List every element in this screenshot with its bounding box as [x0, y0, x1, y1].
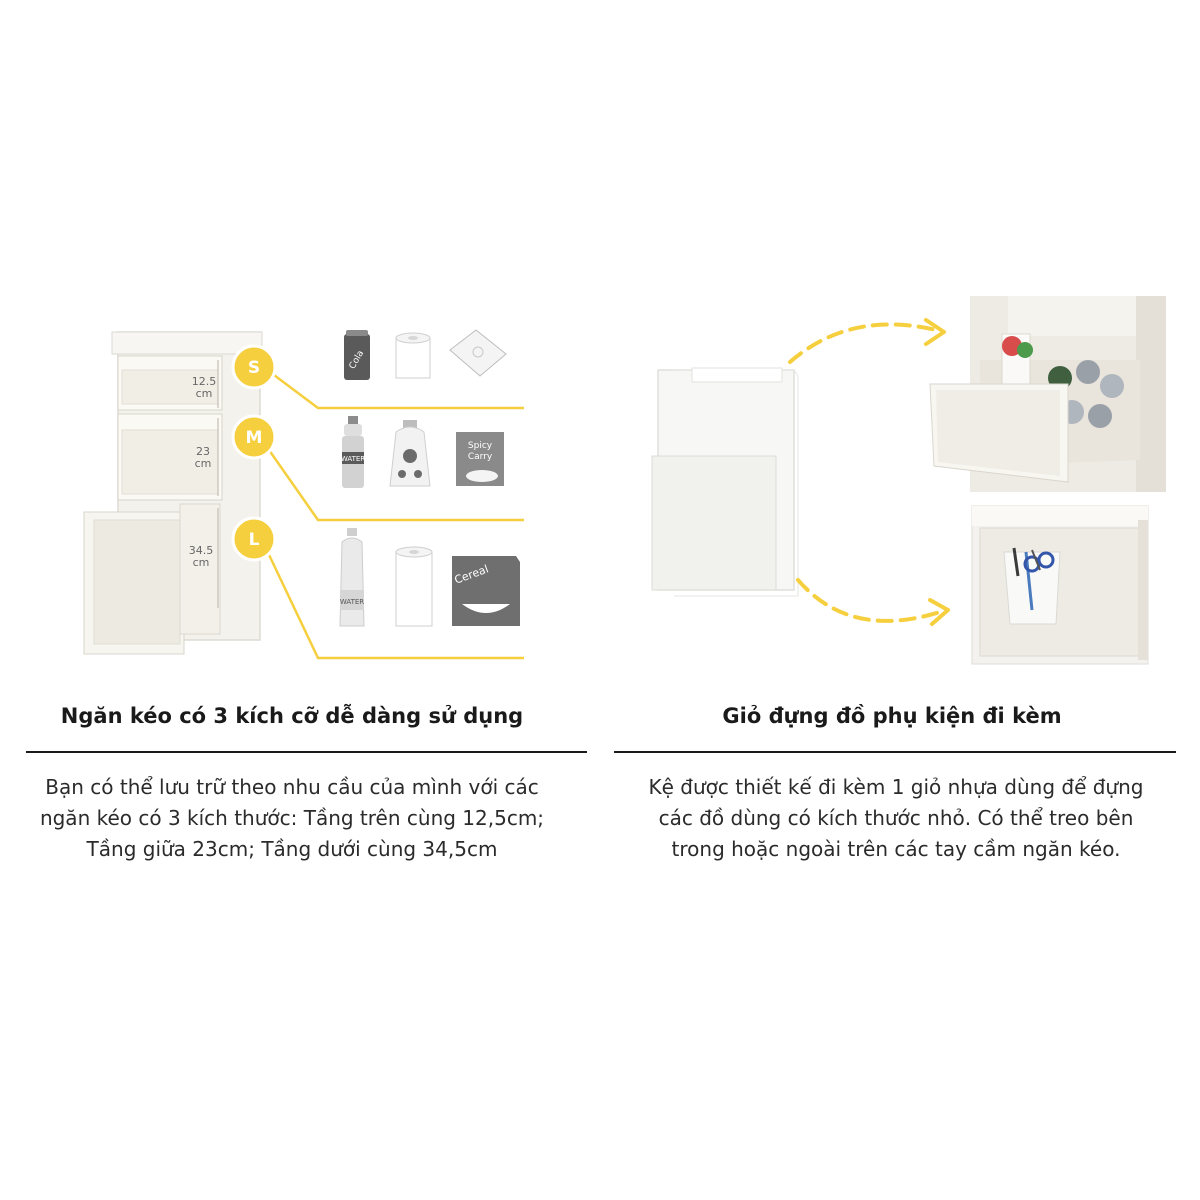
- svg-text:M: M: [246, 428, 263, 448]
- dimension-l: 34.5: [189, 544, 214, 557]
- left-description-line: Bạn có thể lưu trữ theo nhu cầu của mình…: [45, 775, 539, 799]
- basket-outside-drawer-photo: [971, 505, 1149, 665]
- drawer-sizes-illustration: 12.5 cm 23 cm 34.5 cm S M L Cola: [83, 329, 524, 660]
- dimension-s: 12.5: [192, 375, 217, 388]
- left-divider: [26, 751, 587, 753]
- arrow-head-top: [924, 318, 946, 346]
- svg-text:WATER: WATER: [341, 455, 365, 463]
- svg-text:L: L: [249, 530, 260, 550]
- dimension-m-unit: cm: [195, 457, 212, 470]
- right-description-line: Kệ được thiết kế đi kèm 1 giỏ nhựa dùng …: [648, 775, 1144, 799]
- spicy-curry-box-icon: Spicy Carry: [456, 432, 504, 486]
- right-description: Kệ được thiết kế đi kèm 1 giỏ nhựa dùng …: [596, 772, 1196, 865]
- connector-m: [260, 439, 524, 522]
- right-description-line: trong hoặc ngoài trên các tay cầm ngăn k…: [671, 837, 1121, 861]
- connector-s: [261, 365, 524, 410]
- right-description-line: các đồ dùng có kích thước nhỏ. Có thể tr…: [658, 806, 1134, 830]
- right-panel: Giỏ đựng đồ phụ kiện đi kèm Kệ được thiế…: [600, 0, 1200, 1200]
- dimension-s-unit: cm: [196, 387, 213, 400]
- left-heading: Ngăn kéo có 3 kích cỡ dễ dàng sử dụng: [60, 704, 524, 728]
- cd-case-icon: [449, 329, 507, 377]
- drawer-cabinet: [83, 331, 263, 655]
- cereal-box-icon: Cereal: [452, 556, 520, 626]
- left-description-line: ngăn kéo có 3 kích thước: Tầng trên cùng…: [39, 806, 545, 830]
- large-water-bottle-icon: WATER: [339, 528, 365, 627]
- svg-text:S: S: [248, 358, 260, 378]
- water-bottle-icon: WATER: [341, 416, 365, 488]
- size-badge-s: S: [231, 344, 277, 390]
- paper-towel-roll-icon: [395, 546, 433, 627]
- svg-text:Spicy: Spicy: [468, 441, 493, 451]
- size-badge-l: L: [231, 516, 277, 562]
- right-divider: [614, 751, 1176, 753]
- svg-text:Carry: Carry: [468, 452, 493, 462]
- arrow-to-drawer: [788, 322, 938, 364]
- connector-l: [260, 539, 524, 660]
- left-description-line: Tầng giữa 23cm; Tầng dưới cùng 34,5cm: [86, 837, 498, 861]
- left-description: Bạn có thể lưu trữ theo nhu cầu của mình…: [0, 772, 592, 865]
- detergent-bottle-icon: [389, 420, 431, 487]
- accessory-basket: [651, 367, 799, 597]
- dimension-l-unit: cm: [193, 556, 210, 569]
- left-panel: 12.5 cm 23 cm 34.5 cm S M L Cola: [0, 329, 592, 865]
- right-heading: Giỏ đựng đồ phụ kiện đi kèm: [722, 704, 1062, 728]
- dimension-m: 23: [196, 445, 210, 458]
- arrow-to-front: [796, 578, 942, 623]
- size-badge-m: M: [231, 414, 277, 460]
- toilet-paper-icon: [395, 332, 431, 379]
- accessory-basket-illustration: [651, 296, 1166, 665]
- arrow-head-bottom: [928, 598, 950, 626]
- drawer-with-basket-photo: [929, 296, 1166, 492]
- cola-can-icon: Cola: [344, 330, 370, 380]
- svg-text:WATER: WATER: [340, 598, 364, 606]
